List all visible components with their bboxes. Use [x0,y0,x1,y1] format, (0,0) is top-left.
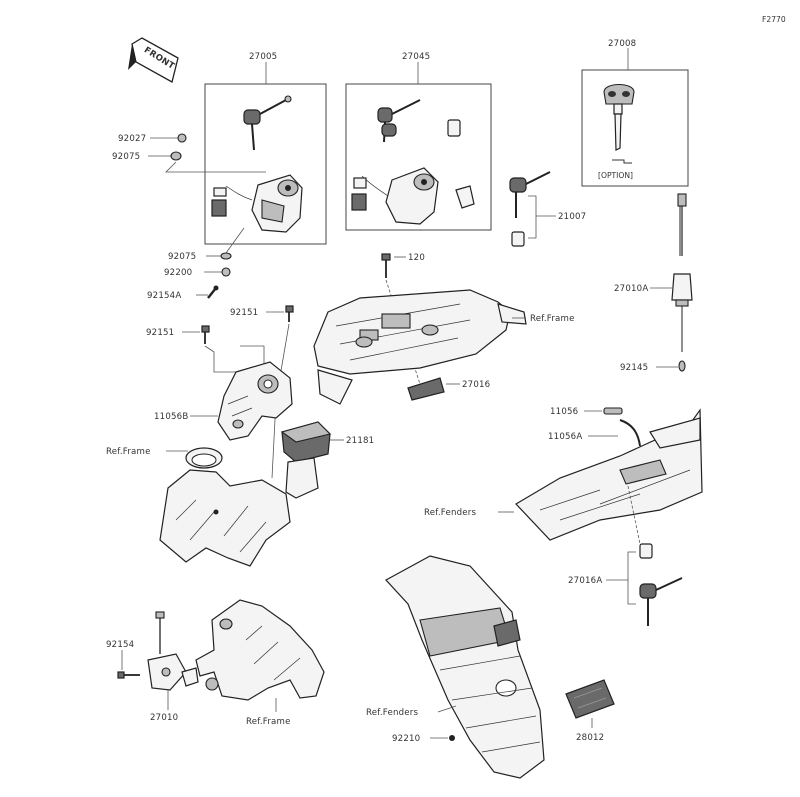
label-21181: 21181 [346,436,374,446]
washer-icon [220,252,232,260]
label-27016: 27016 [462,380,490,390]
label-27045: 27045 [402,52,430,62]
label-92145: 92145 [620,363,648,373]
front-arrow-icon: FRONT [128,37,179,83]
kit-box-27008 [581,69,689,187]
lock-cylinder [447,119,461,137]
label-92200: 92200 [164,268,192,278]
label-11056b: 11056B [154,412,188,422]
cable-11056a [619,419,641,447]
option-label: [OPTION] [598,171,633,180]
label-92151-lower: 92151 [146,328,174,338]
washer-icon [221,267,231,277]
label-21007: 21007 [558,212,586,222]
washer-icon [177,133,187,143]
label-27005: 27005 [249,52,277,62]
key-icon [509,171,551,247]
bolt-icon [381,253,391,278]
rear-fender-lower [385,555,545,779]
bolt-icon [117,671,140,679]
ref-frame-bottom: Ref.Frame [246,717,291,727]
rear-fender-upper [515,408,703,541]
frame-cradle [313,289,527,405]
nut-92210 [449,735,455,741]
label-27010a: 27010A [614,284,648,294]
bolt-icon [201,325,210,344]
frame-bottom [195,599,325,701]
reflector-28012 [565,679,615,719]
washer-icon [170,151,182,161]
kit-box-27045 [345,83,492,231]
label-120: 120 [408,253,425,263]
bracket-11056b [217,361,293,441]
label-92154: 92154 [106,640,134,650]
label-92151-upper: 92151 [230,308,258,318]
ecu-unit-21181 [280,421,332,499]
label-92075-lower: 92075 [168,252,196,262]
label-27008: 27008 [608,39,636,49]
kit-box-27005 [204,83,327,245]
figure-code: F2770 [762,15,786,24]
clamp-11056 [603,407,623,415]
ignition-lock-icon [351,167,439,225]
ref-fenders-right: Ref.Fenders [424,508,476,518]
label-92210: 92210 [392,734,420,744]
seat-lock [455,185,475,209]
ref-frame-left: Ref.Frame [106,447,151,457]
ref-frame-top: Ref.Frame [530,314,575,324]
ref-fenders-bottom: Ref.Fenders [366,708,418,718]
ignition-lock-icon [211,174,303,233]
key-icon [603,83,635,151]
label-28012: 28012 [576,733,604,743]
key-icon [639,543,683,626]
seat-switch-27010 [147,611,199,691]
label-92154a: 92154A [147,291,181,301]
key-icon [377,99,421,143]
bolt-icon [207,285,219,299]
bolt-icon [285,305,294,322]
label-27010: 27010 [150,713,178,723]
label-27016a: 27016A [568,576,602,586]
label-92027: 92027 [118,134,146,144]
label-11056a: 11056A [548,432,582,442]
label-92075-upper: 92075 [112,152,140,162]
frame-left [159,447,291,567]
key-icon [243,95,292,151]
label-11056: 11056 [550,407,578,417]
lock-bracket-27016 [407,377,445,401]
seat-switch-assembly [671,193,693,372]
